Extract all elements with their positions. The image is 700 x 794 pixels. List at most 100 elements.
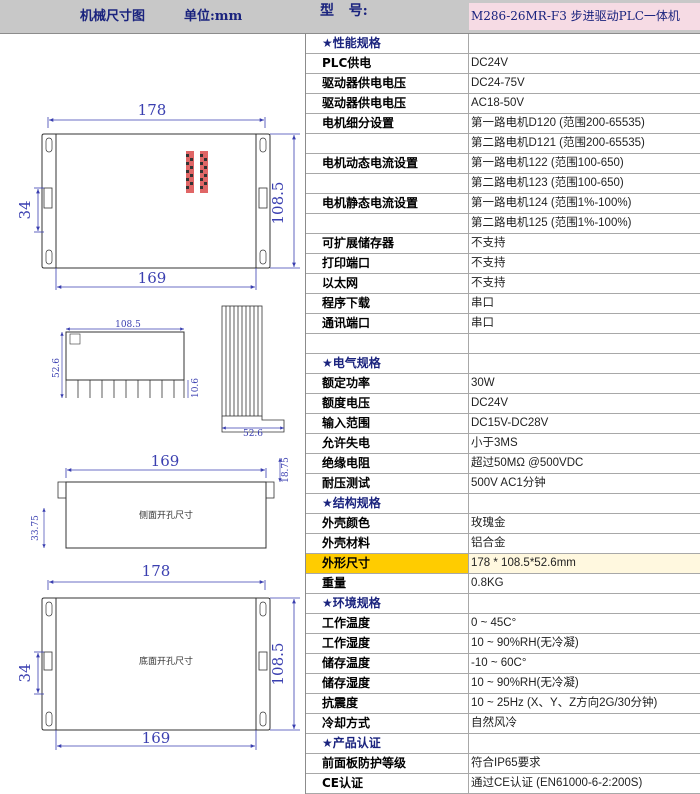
spec-value xyxy=(469,594,700,613)
spec-key: 通讯端口 xyxy=(306,314,469,333)
profile-height-label: 52.6 xyxy=(52,358,62,378)
spec-value: 通过CE认证 (EN61000-6-2:200S) xyxy=(471,777,643,789)
spec-value xyxy=(469,34,700,53)
spec-key: 外壳材料 xyxy=(306,534,469,553)
spec-value: 第二路电机125 (范围1%-100%) xyxy=(471,217,632,229)
top-bottom-width-label: 169 xyxy=(138,269,167,287)
spec-value: 10 ~ 25Hz (X、Y、Z方向2G/30分钟) xyxy=(471,697,658,709)
spec-row: 可扩展储存器不支持 xyxy=(306,234,700,254)
spec-value: -10 ~ 60C° xyxy=(471,657,527,669)
spec-value: 不支持 xyxy=(471,237,506,249)
spec-key: 驱动器供电电压 xyxy=(306,74,469,93)
bottom-height-label: 108.5 xyxy=(269,643,287,686)
spec-value: 自然风冷 xyxy=(471,717,517,729)
spec-key: 额定功率 xyxy=(306,374,469,393)
bottom-hole-label: 34 xyxy=(16,663,34,682)
spec-row: 外壳材料铝合金 xyxy=(306,534,700,554)
spec-row: 第二路电机123 (范围100-650) xyxy=(306,174,700,194)
spec-key: 工作湿度 xyxy=(306,634,469,653)
spec-key: 可扩展储存器 xyxy=(306,234,469,253)
bottom-bottom-width-label: 169 xyxy=(142,729,171,747)
section-header-row: ★性能规格 xyxy=(306,34,700,54)
spec-value: 不支持 xyxy=(471,277,506,289)
section-header-row: ★产品认证 xyxy=(306,734,700,754)
spec-row: 第二路电机D121 (范围200-65535) xyxy=(306,134,700,154)
side-holes-drawing: 169 18.75 33.75 侧面开孔尺寸 xyxy=(31,452,291,549)
spec-value: 第一路电机D120 (范围200-65535) xyxy=(471,117,645,129)
spec-value: 30W xyxy=(471,377,495,389)
spec-row: 储存温度-10 ~ 60C° xyxy=(306,654,700,674)
spec-key: 前面板防护等级 xyxy=(306,754,469,773)
model-value: M286-26MR-F3 步进驱动PLC一体机 xyxy=(469,3,700,30)
drawing-unit: 单位:mm xyxy=(184,9,243,24)
spec-value: DC15V-DC28V xyxy=(471,417,549,429)
spec-value: 符合IP65要求 xyxy=(471,757,541,769)
spec-value: AC18-50V xyxy=(471,97,525,109)
spec-value: 第二路电机123 (范围100-650) xyxy=(471,177,624,189)
spec-value xyxy=(469,334,700,353)
spec-row: 第二路电机125 (范围1%-100%) xyxy=(306,214,700,234)
spec-value: 500V AC1分钟 xyxy=(471,477,546,489)
side-holes-caption: 侧面开孔尺寸 xyxy=(139,509,193,521)
spec-key: 重量 xyxy=(306,574,469,593)
spec-key: 允许失电 xyxy=(306,434,469,453)
spec-row: 打印端口不支持 xyxy=(306,254,700,274)
spec-key: 抗震度 xyxy=(306,694,469,713)
spec-key: 以太网 xyxy=(306,274,469,293)
profile-width-label: 108.5 xyxy=(115,320,141,330)
spec-value: 铝合金 xyxy=(471,537,506,549)
bottom-caption: 底面开孔尺寸 xyxy=(139,655,193,667)
spec-value: 超过50MΩ @500VDC xyxy=(471,457,584,469)
spec-key: PLC供电 xyxy=(306,54,469,73)
spec-key: 电机细分设置 xyxy=(306,114,469,133)
spec-row: 绝缘电阻超过50MΩ @500VDC xyxy=(306,454,700,474)
drawing-header: 机械尺寸图 单位:mm xyxy=(0,0,306,34)
spec-value: DC24-75V xyxy=(471,77,525,89)
spec-row: 电机细分设置第一路电机D120 (范围200-65535) xyxy=(306,114,700,134)
spec-key: 储存温度 xyxy=(306,654,469,673)
spec-value: 10 ~ 90%RH(无冷凝) xyxy=(471,637,579,649)
spec-value: 玫瑰金 xyxy=(471,517,506,529)
spec-row xyxy=(306,334,700,354)
drawing-title: 机械尺寸图 xyxy=(80,9,146,24)
bottom-view-drawing: 178 34 108.5 底面开孔尺寸 xyxy=(16,562,300,750)
spec-value xyxy=(469,354,700,373)
spec-key: 额度电压 xyxy=(306,394,469,413)
profile-view-drawing: 108.5 52.6 xyxy=(52,305,285,439)
bottom-width-label: 178 xyxy=(142,562,171,580)
spec-value: 0.8KG xyxy=(471,577,504,589)
spec-value: 178 * 108.5*52.6mm xyxy=(469,554,700,573)
spec-key: ★结构规格 xyxy=(306,494,469,513)
section-header-row: ★电气规格 xyxy=(306,354,700,374)
spec-key: 电机静态电流设置 xyxy=(306,194,469,213)
spec-row: CE认证通过CE认证 (EN61000-6-2:200S) xyxy=(306,774,700,794)
spec-value: 第一路电机122 (范围100-650) xyxy=(471,157,624,169)
dimension-drawings: 178 xyxy=(16,101,300,750)
spec-value: 不支持 xyxy=(471,257,506,269)
spec-value: 串口 xyxy=(471,317,494,329)
spec-key: 输入范围 xyxy=(306,414,469,433)
mechanical-drawing-panel: 机械尺寸图 单位:mm 178 xyxy=(0,0,306,794)
top-hole-label: 34 xyxy=(16,200,34,219)
side-offset-label: 33.75 xyxy=(31,515,41,541)
spec-value: 串口 xyxy=(471,297,494,309)
spec-row: 以太网不支持 xyxy=(306,274,700,294)
section-header-row: ★环境规格 xyxy=(306,594,700,614)
spec-value xyxy=(469,494,700,513)
spec-key: 电机动态电流设置 xyxy=(306,154,469,173)
spec-key: 耐压测试 xyxy=(306,474,469,493)
spec-key: 冷却方式 xyxy=(306,714,469,733)
spec-value: 0 ~ 45C° xyxy=(471,617,517,629)
spec-row: 程序下载串口 xyxy=(306,294,700,314)
